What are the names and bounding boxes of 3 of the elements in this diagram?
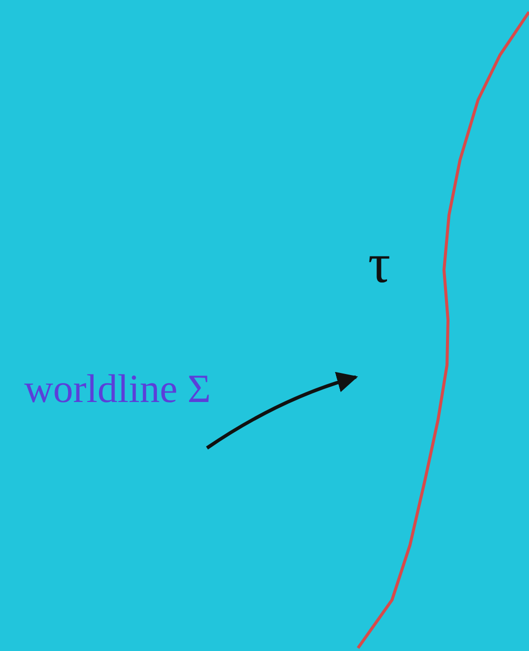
caption-text: worldline Σ xyxy=(5,368,230,410)
arrow xyxy=(206,372,358,450)
symbol-label: τ xyxy=(368,232,391,296)
